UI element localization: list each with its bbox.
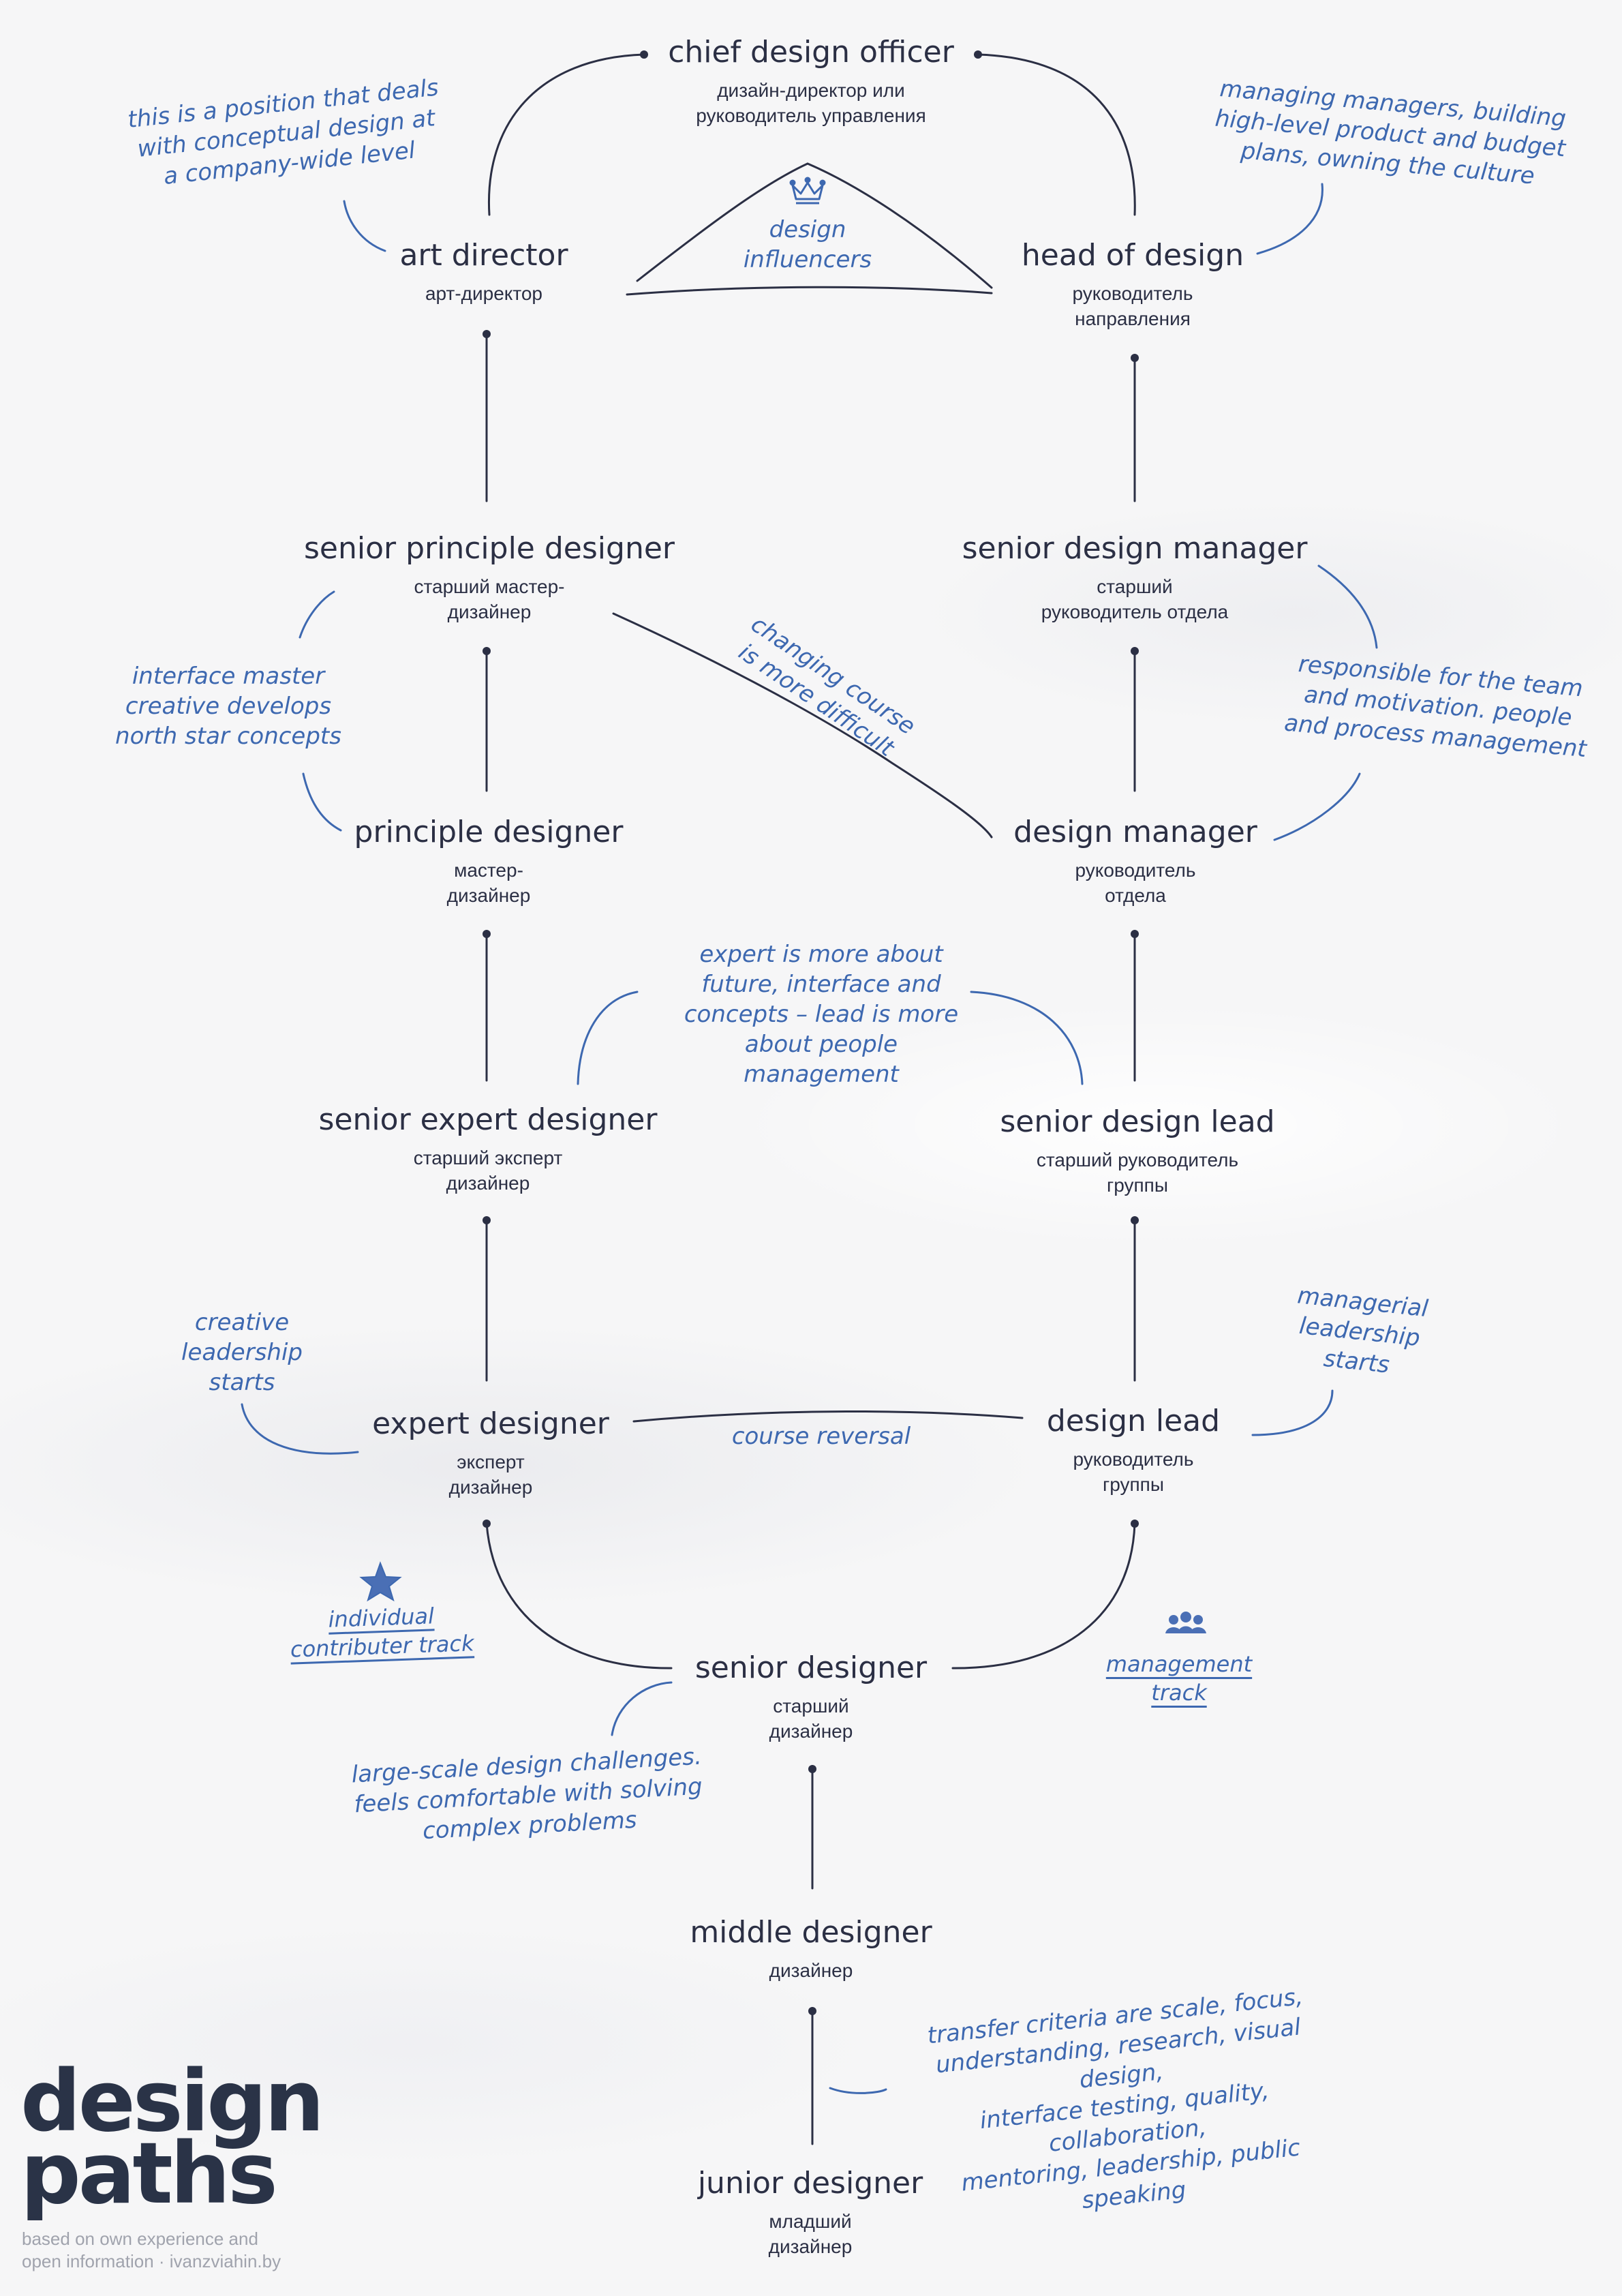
node-senior-expert-designer: senior expert designer старший эксперт д…: [319, 1100, 658, 1196]
note-senior-designer: large-scale design challenges. feels com…: [350, 1742, 703, 1845]
node-junior-designer: junior designer младший дизайнер: [698, 2164, 923, 2259]
node-subtitle: младший дизайнер: [768, 2211, 853, 2257]
node-head-of-design: head of design руководитель направления: [1022, 236, 1244, 331]
note-design-influencers: design influencers: [743, 216, 872, 273]
node-title: senior designer: [694, 1650, 928, 1685]
label-management-track: management track: [1105, 1651, 1253, 1706]
node-title: art director: [399, 238, 568, 273]
note-creative-leadership: creative leadership starts: [181, 1309, 303, 1396]
mg-curve: [951, 1522, 1136, 1670]
node-subtitle: дизайн-директор или руководитель управле…: [696, 80, 926, 126]
node-subtitle: арт-директор: [425, 283, 543, 304]
node-subtitle: эксперт дизайнер: [448, 1451, 533, 1498]
ic-curve: [485, 1522, 673, 1670]
arc-head-to-cdo: [977, 53, 1136, 216]
node-senior-principle-designer: senior principle designer старший мастер…: [304, 529, 675, 624]
node-design-lead: design lead руководитель группы: [1047, 1402, 1220, 1497]
node-title: junior designer: [697, 2166, 923, 2201]
node-subtitle: старший дизайнер: [769, 1695, 853, 1742]
node-title: principle designer: [354, 815, 624, 849]
node-subtitle: старший руководитель группы: [1036, 1149, 1239, 1196]
node-art-director: art director арт-директор: [399, 236, 568, 306]
note-managerial-leadership: managerial leadership starts: [1296, 1282, 1430, 1379]
note-expert-vs-lead: expert is more about future, interface a…: [684, 941, 959, 1088]
node-middle-designer: middle designer дизайнер: [690, 1913, 932, 1983]
note-course-reversal: course reversal: [731, 1423, 911, 1450]
node-title: middle designer: [690, 1915, 932, 1950]
node-title: design lead: [1046, 1404, 1221, 1438]
changing-course-line: [612, 612, 993, 839]
node-title: senior expert designer: [318, 1102, 658, 1137]
node-subtitle: старший руководитель отдела: [1041, 576, 1229, 622]
node-subtitle: руководитель отдела: [1075, 860, 1196, 906]
node-senior-design-manager: senior design manager старший руководите…: [962, 529, 1308, 624]
node-chief-design-officer: chief design officer дизайн-директор или…: [668, 33, 954, 128]
node-subtitle: мастер- дизайнер: [446, 860, 531, 906]
node-title: head of design: [1021, 238, 1244, 273]
course-reversal-line: [632, 1410, 1024, 1423]
node-title: senior design manager: [962, 531, 1308, 566]
team-icon: [1165, 1612, 1206, 1633]
label-individual-contributer-track: individual contributer track: [290, 1603, 475, 1663]
node-senior-designer: senior designer старший дизайнер: [695, 1648, 927, 1744]
node-title: design manager: [1013, 815, 1257, 849]
node-title: senior design lead: [1000, 1104, 1275, 1139]
node-subtitle: дизайнер: [769, 1960, 853, 1981]
credit-text: based on own experience and open informa…: [22, 2229, 281, 2271]
node-title: expert designer: [372, 1406, 609, 1441]
node-subtitle: руководитель группы: [1073, 1449, 1194, 1495]
node-subtitle: руководитель направления: [1072, 283, 1193, 329]
node-principle-designer: principle designer мастер- дизайнер: [354, 813, 624, 908]
arc-art-to-cdo: [487, 53, 645, 216]
note-principle: interface master creative develops north…: [115, 663, 341, 750]
node-design-manager: design manager руководитель отдела: [1013, 813, 1257, 908]
node-title: senior principle designer: [304, 531, 675, 566]
node-subtitle: старший эксперт дизайнер: [413, 1147, 563, 1194]
node-title: chief design officer: [668, 35, 954, 70]
crown-icon: [789, 177, 826, 205]
node-subtitle: старший мастер- дизайнер: [414, 576, 565, 622]
influencers-base: [626, 286, 993, 296]
node-expert-designer: expert designer эксперт дизайнер: [372, 1404, 609, 1500]
logo-design-paths: design paths: [20, 2053, 324, 2223]
star-icon: [359, 1561, 402, 1602]
influencers-triangle: [636, 162, 993, 289]
node-senior-design-lead: senior design lead старший руководитель …: [1000, 1102, 1274, 1198]
